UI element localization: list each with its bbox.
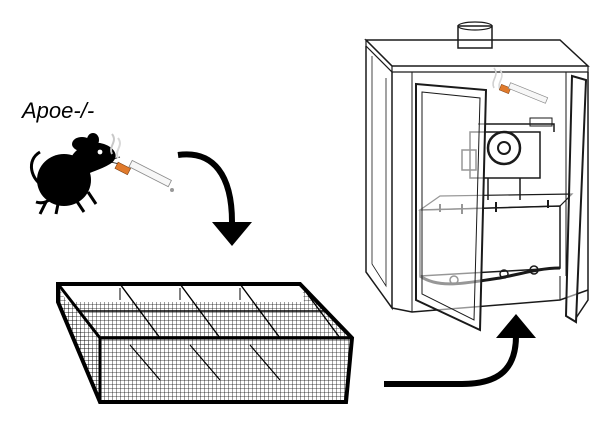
arrow-icon (177, 151, 252, 246)
arrow-icon (384, 314, 536, 387)
smoking-chamber-icon (364, 21, 590, 332)
mouse-icon (30, 133, 121, 215)
cigarette-icon (110, 133, 174, 192)
cigarette-icon (492, 67, 549, 104)
cage-icon (56, 282, 355, 404)
mouse-strain-label: Apoe-/- (22, 98, 95, 123)
